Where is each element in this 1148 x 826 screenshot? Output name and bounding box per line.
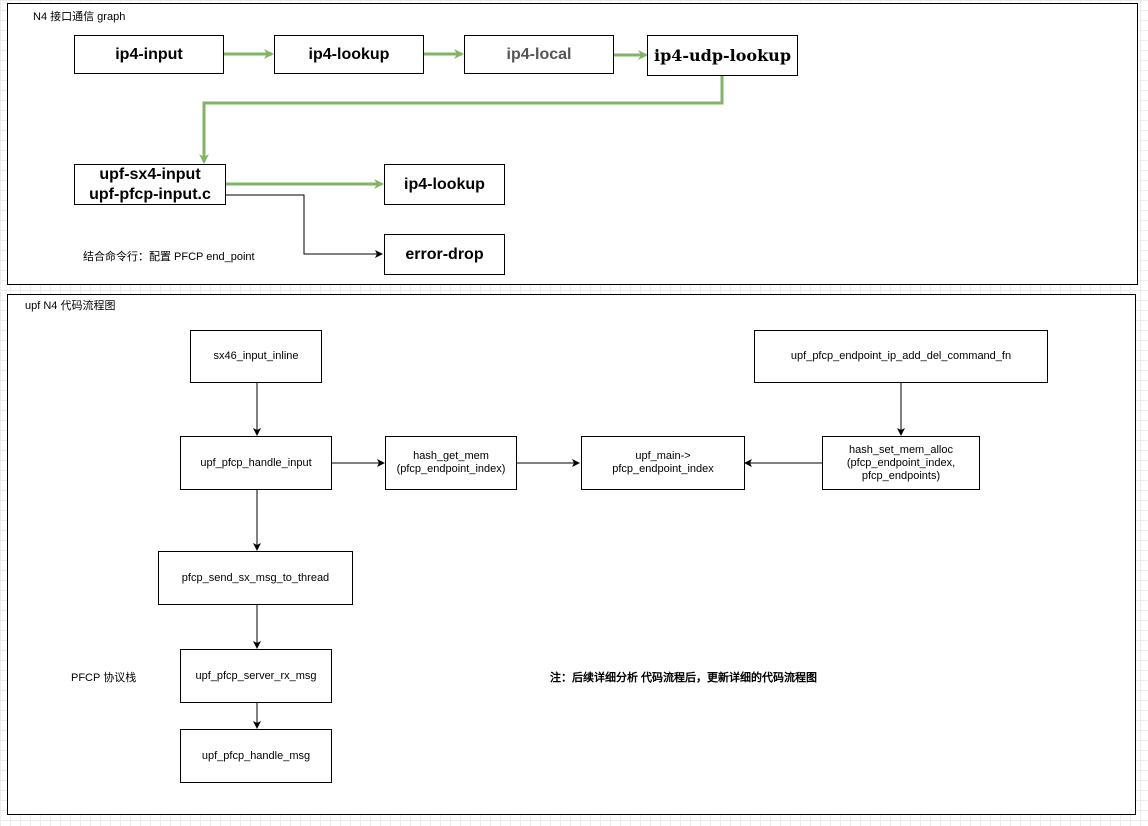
- node-ip4-lookup[interactable]: ip4-lookup: [274, 35, 424, 74]
- graph-caption: 结合命令行：配置 PFCP end_point: [83, 251, 255, 263]
- node-pfcp-send-sx-msg[interactable]: pfcp_send_sx_msg_to_thread: [158, 551, 353, 605]
- node-ip4-lookup-2[interactable]: ip4-lookup: [384, 164, 505, 205]
- edge-udp-sx4: [199, 76, 724, 164]
- node-ip4-local[interactable]: ip4-local: [464, 35, 614, 74]
- flow-title: upf N4 代码流程图: [25, 300, 116, 312]
- node-sx46-input-inline[interactable]: sx46_input_inline: [190, 330, 322, 383]
- node-upf-pfcp-server-rx-msg[interactable]: upf_pfcp_server_rx_msg: [180, 649, 332, 703]
- node-endpoint-command[interactable]: upf_pfcp_endpoint_ip_add_del_command_fn: [754, 330, 1048, 383]
- node-ip4-udp-lookup[interactable]: ip4-udp-lookup: [647, 35, 798, 76]
- node-hash-get-mem[interactable]: hash_get_mem (pfcp_endpoint_index): [385, 436, 517, 490]
- node-upf-main-endpoint[interactable]: upf_main-> pfcp_endpoint_index: [581, 436, 745, 490]
- node-upf-sx4-input[interactable]: upf-sx4-input upf-pfcp-input.c: [74, 164, 226, 205]
- node-hash-set-mem-alloc[interactable]: hash_set_mem_alloc (pfcp_endpoint_index,…: [822, 436, 980, 490]
- edge-sx4-drop: [226, 194, 383, 258]
- node-upf-pfcp-handle-msg[interactable]: upf_pfcp_handle_msg: [180, 729, 332, 783]
- stack-label: PFCP 协议栈: [71, 672, 137, 684]
- graph-title: N4 接口通信 graph: [33, 11, 126, 23]
- node-error-drop[interactable]: error-drop: [384, 234, 505, 275]
- node-upf-pfcp-handle-input[interactable]: upf_pfcp_handle_input: [180, 436, 332, 490]
- flow-note: 注：后续详细分析 代码流程后，更新详细的代码流程图: [550, 672, 818, 684]
- node-ip4-input[interactable]: ip4-input: [74, 35, 224, 74]
